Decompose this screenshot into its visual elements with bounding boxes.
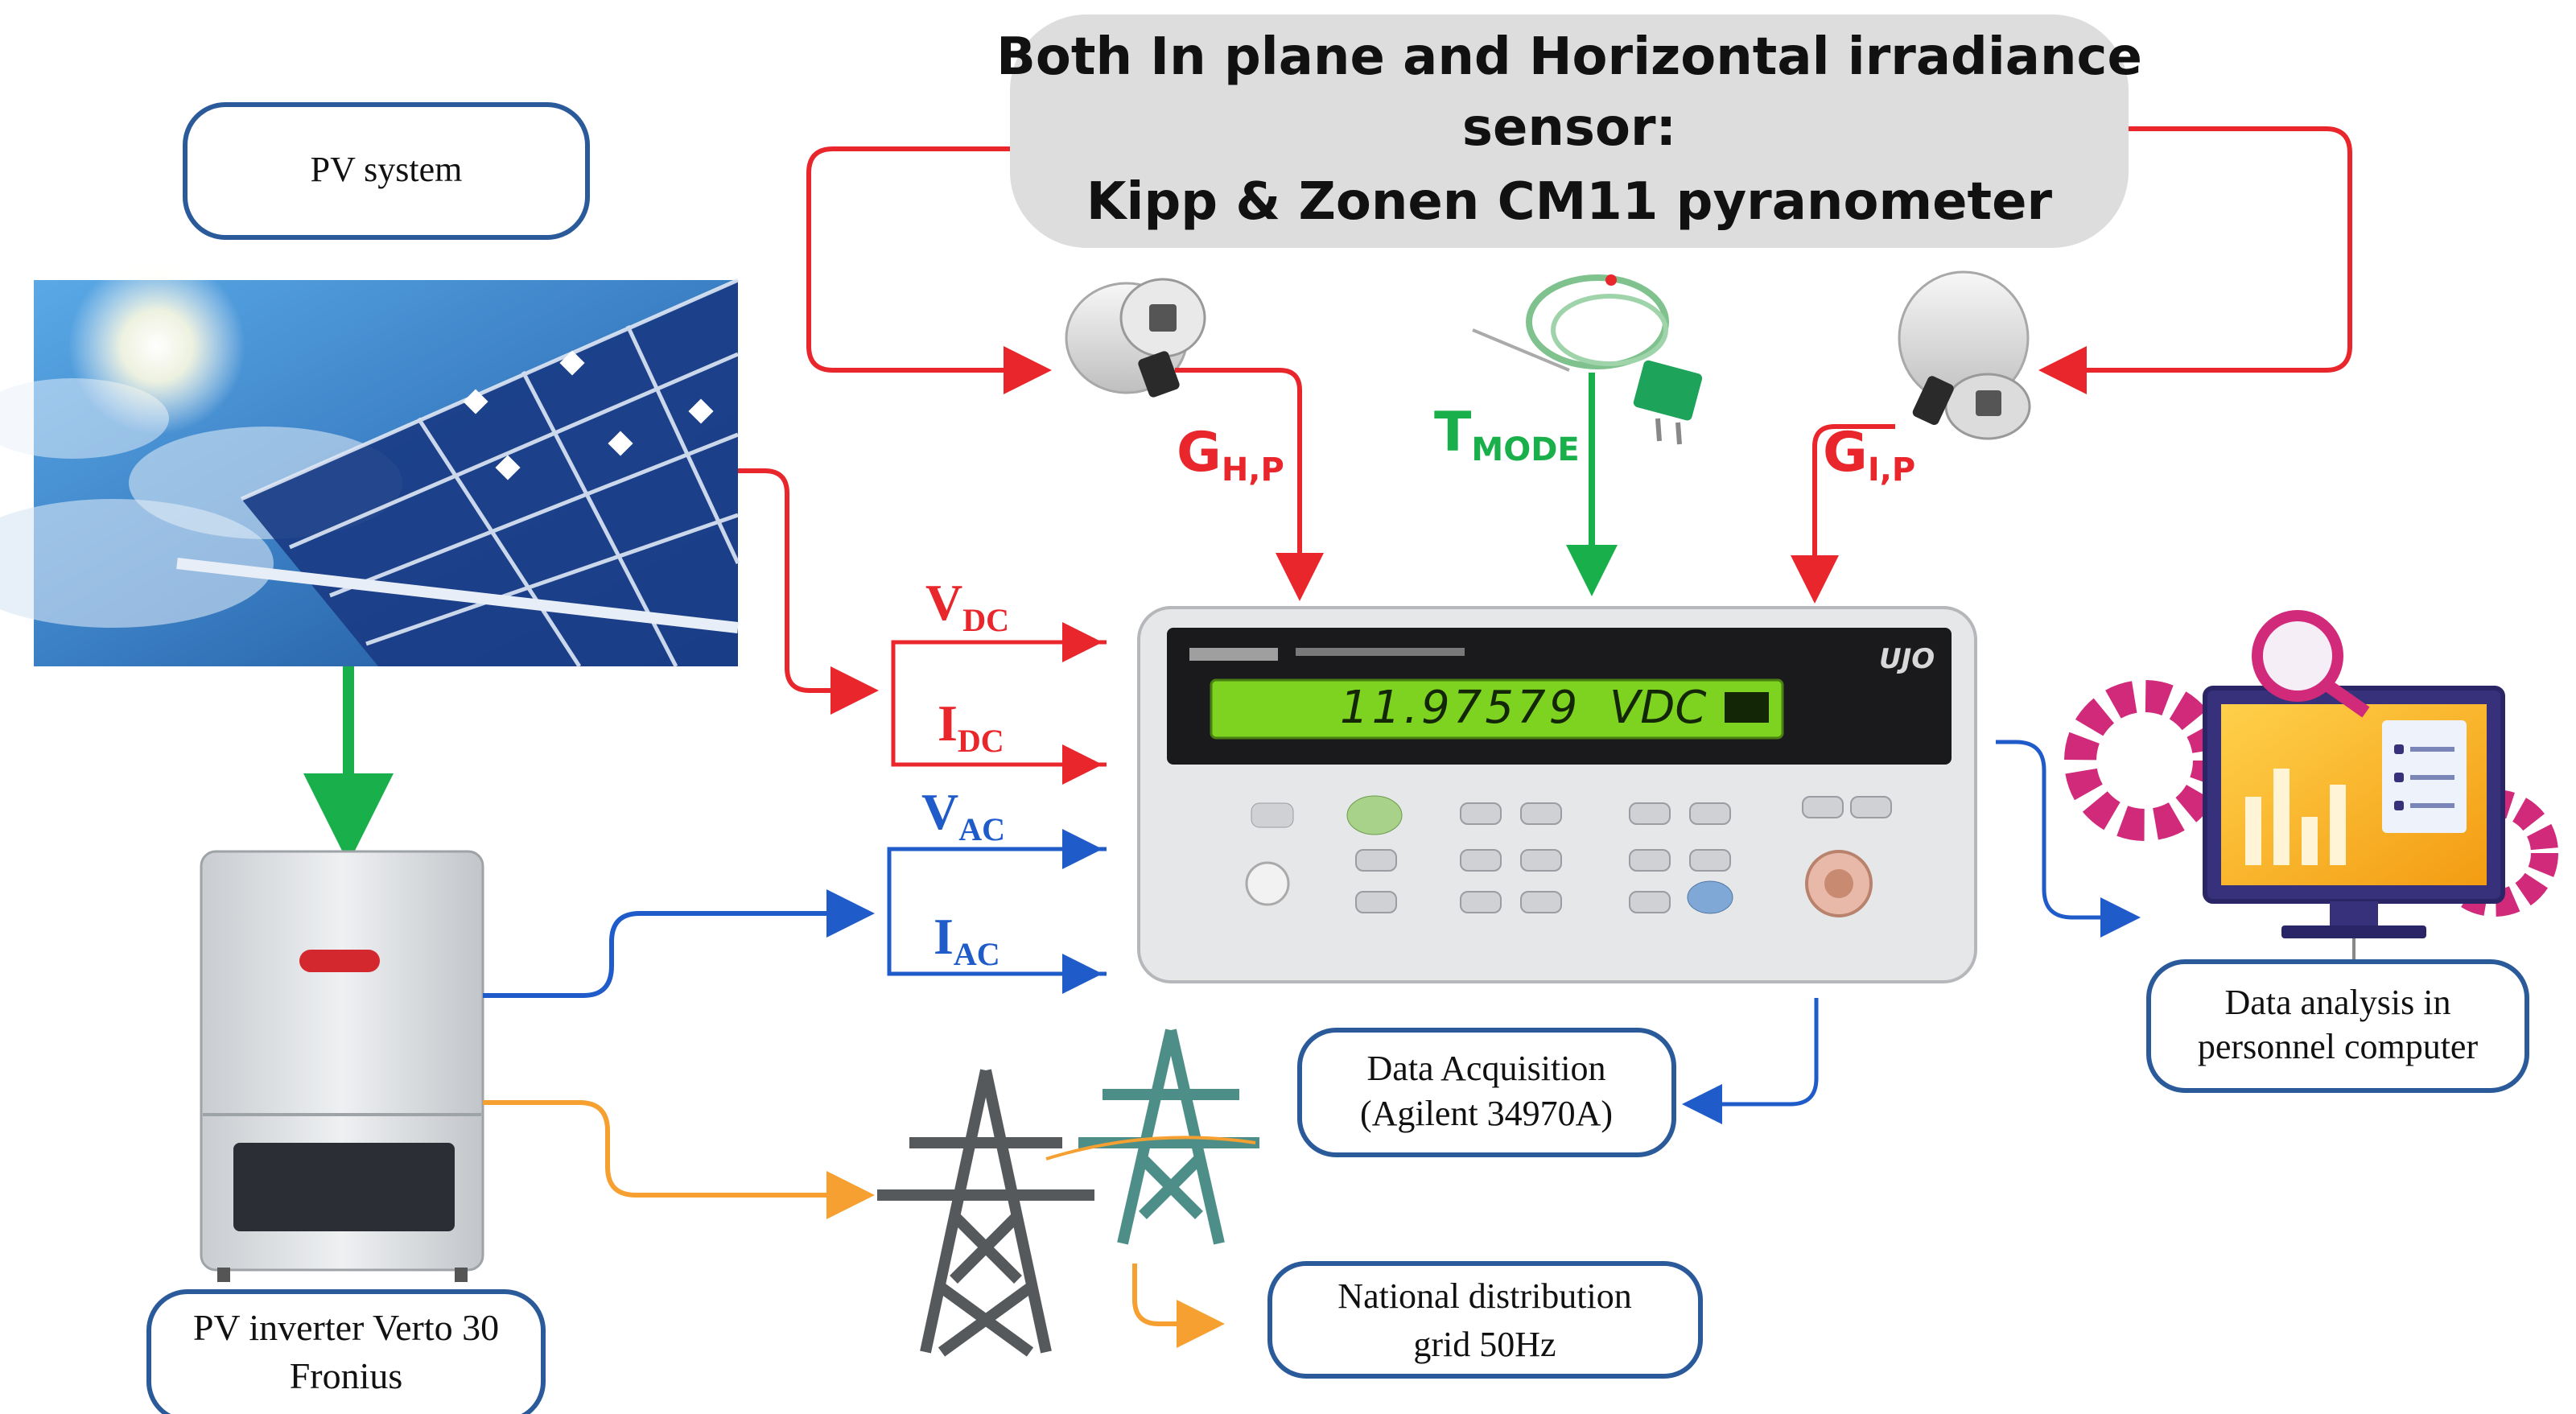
header-line-1: Both In plane and Horizontal irradiance bbox=[996, 27, 2142, 87]
data-analysis-line-2: personnel computer bbox=[2198, 1027, 2479, 1066]
header-line-3: Kipp & Zonen CM11 pyranometer bbox=[1086, 172, 2053, 232]
header-to-inplane-sensor-arrow bbox=[2038, 126, 2352, 394]
data-acquisition-line-2: (Agilent 34970A) bbox=[1360, 1094, 1613, 1133]
key[interactable] bbox=[1251, 802, 1294, 828]
inplane-pyranometer-image bbox=[1898, 270, 2031, 440]
header-line-2: sensor: bbox=[1462, 98, 1676, 158]
horizontal-pyranometer-image bbox=[1065, 278, 1206, 398]
lcd-value: 11.97579 bbox=[1340, 682, 1581, 734]
idc-label: IDC bbox=[938, 695, 1004, 759]
pv-system-box: PV system bbox=[183, 102, 590, 240]
sun-icon bbox=[68, 258, 245, 435]
transmission-tower-icon bbox=[877, 1069, 1094, 1357]
instrument-to-label-arrow bbox=[1682, 998, 1819, 1124]
ghp-label: GH,P bbox=[1177, 421, 1284, 489]
pv-system-label: PV system bbox=[311, 150, 463, 189]
iac-label: IAC bbox=[934, 908, 1000, 972]
enter-key[interactable] bbox=[1687, 880, 1733, 914]
data-acquisition-instrument: 11.97579 VDC UJO bbox=[1137, 606, 1977, 983]
grid-line-1: National distribution bbox=[1337, 1276, 1631, 1316]
lcd-display bbox=[1210, 678, 1784, 740]
data-analysis-box: Data analysis in personnel computer bbox=[2146, 959, 2529, 1093]
tower-to-grid-arrow bbox=[1132, 1264, 1225, 1348]
ghp-arrow bbox=[1175, 368, 1324, 601]
national-grid-box: National distribution grid 50Hz bbox=[1267, 1261, 1703, 1379]
panel-dc-arrow bbox=[738, 468, 879, 715]
inverter-label-line-2: Fronius bbox=[290, 1355, 403, 1396]
instrument-brand: UJO bbox=[1879, 643, 1935, 675]
vac-label: VAC bbox=[921, 783, 1005, 847]
gear-icon bbox=[2064, 680, 2225, 841]
magnifier-icon bbox=[2252, 610, 2343, 702]
lcd-unit: VDC bbox=[1609, 682, 1707, 734]
gip-arrow bbox=[1791, 424, 1895, 604]
inverter-to-grid-arrow bbox=[483, 1100, 875, 1219]
header-to-horizontal-sensor-arrow bbox=[806, 146, 1052, 394]
inverter-image bbox=[200, 850, 484, 1282]
thermocouple-image bbox=[1472, 274, 1703, 445]
inverter-label-line-1: PV inverter Verto 30 bbox=[193, 1307, 499, 1348]
inverter-ac-arrow bbox=[483, 889, 875, 998]
power-key[interactable] bbox=[1346, 795, 1403, 835]
grid-line-2: grid 50Hz bbox=[1413, 1325, 1556, 1364]
vdc-label: VDC bbox=[925, 574, 1009, 638]
data-acquisition-box: Data Acquisition (Agilent 34970A) bbox=[1297, 1028, 1676, 1157]
inverter-box: PV inverter Verto 30 Fronius bbox=[146, 1289, 546, 1414]
solar-panel-image bbox=[0, 258, 740, 668]
instrument-to-computer-arrow bbox=[1996, 740, 2141, 938]
fronius-logo bbox=[299, 950, 380, 972]
computer-analysis-image bbox=[2064, 610, 2558, 962]
tmode-label: TMODE bbox=[1434, 401, 1580, 468]
sensor-header: Both In plane and Horizontal irradiance … bbox=[996, 14, 2142, 248]
data-acquisition-line-1: Data Acquisition bbox=[1367, 1049, 1606, 1088]
gip-label: GI,P bbox=[1823, 421, 1915, 489]
data-analysis-line-1: Data analysis in bbox=[2224, 983, 2450, 1022]
